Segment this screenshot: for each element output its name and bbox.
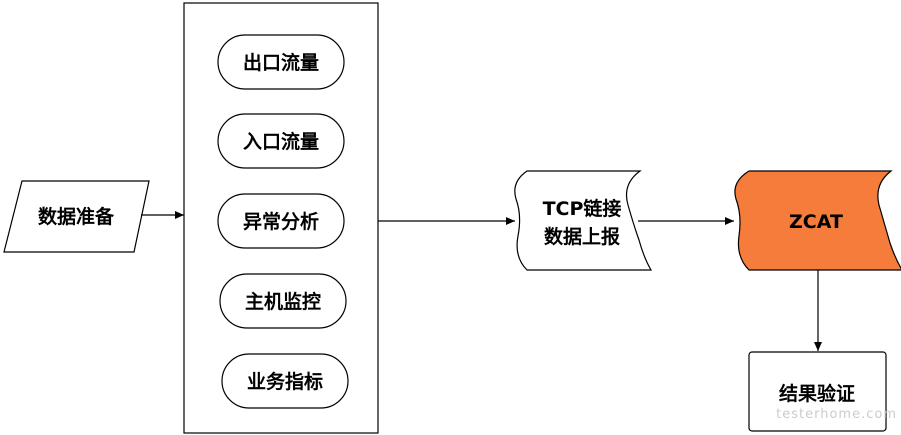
anomaly-analysis-shape <box>217 193 345 249</box>
tcp-report-node: TCP链接 数据上报 <box>514 170 653 271</box>
anomaly-analysis-node: 异常分析 <box>217 193 345 249</box>
zcat-label: ZCAT <box>789 211 843 233</box>
result-verification-label: 结果验证 <box>779 382 855 405</box>
anomaly-analysis-label: 异常分析 <box>243 210 319 233</box>
result-verification-shape <box>748 351 887 432</box>
outbound-traffic-node: 出口流量 <box>217 34 345 90</box>
business-metrics-shape <box>221 353 349 409</box>
outbound-traffic-label: 出口流量 <box>243 51 319 74</box>
data-prep-label: 数据准备 <box>38 205 115 228</box>
tcp-report-label-line2: 数据上报 <box>544 225 620 248</box>
inbound-traffic-label: 入口流量 <box>243 130 319 153</box>
business-metrics-node: 业务指标 <box>221 353 349 409</box>
host-monitoring-label: 主机监控 <box>245 290 321 313</box>
result-verification-node: 结果验证 <box>748 351 887 432</box>
inbound-traffic-node: 入口流量 <box>217 113 345 169</box>
host-monitoring-node: 主机监控 <box>219 273 347 329</box>
host-monitoring-shape <box>219 273 347 329</box>
zcat-node: ZCAT <box>734 170 901 271</box>
inbound-traffic-shape <box>217 113 345 169</box>
business-metrics-label: 业务指标 <box>247 370 323 393</box>
data-prep-shape <box>3 180 150 253</box>
watermark: testerhome.com <box>776 407 897 422</box>
outbound-traffic-shape <box>217 34 345 90</box>
tcp-report-shape <box>514 170 653 271</box>
tcp-report-label-line1: TCP链接 <box>543 197 622 220</box>
data-prep-node: 数据准备 <box>3 180 150 253</box>
zcat-shape <box>734 170 901 271</box>
